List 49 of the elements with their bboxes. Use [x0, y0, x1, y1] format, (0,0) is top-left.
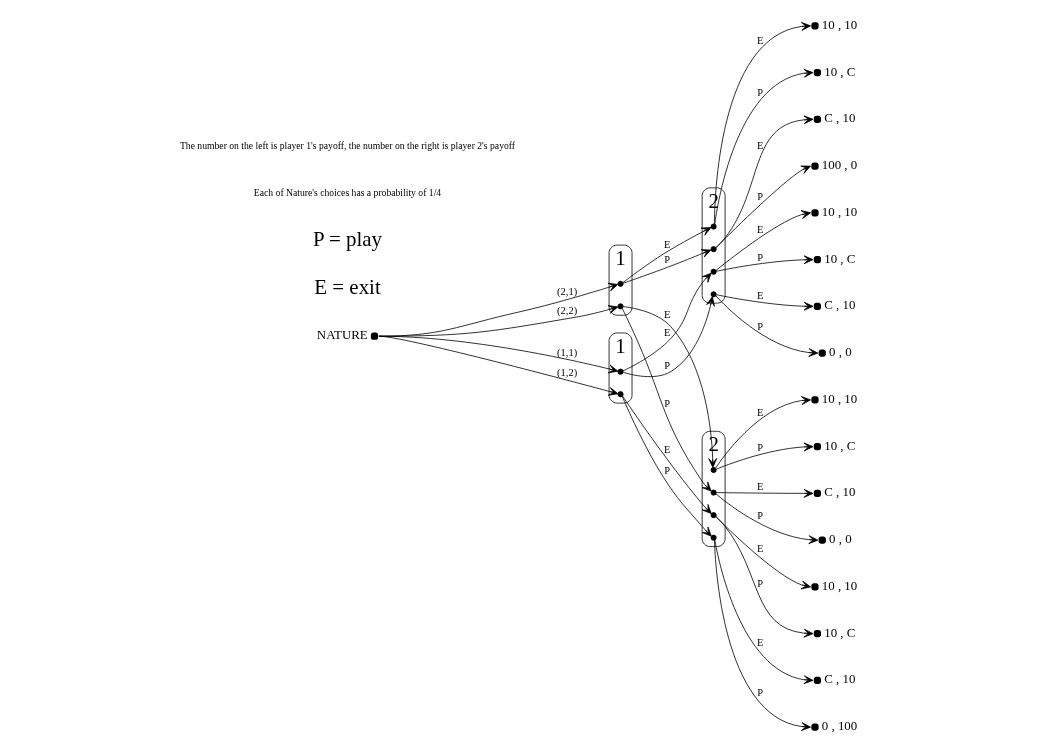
- node-label: 10 , 10: [821, 391, 858, 406]
- node-label: C , 10: [824, 111, 856, 126]
- node-label: 10 , C: [824, 625, 856, 640]
- node-label: C , 10: [824, 298, 856, 313]
- node-label: 10 , 10: [821, 17, 858, 32]
- node-label: 100 , 0: [821, 158, 858, 173]
- edge-label: P: [664, 359, 670, 371]
- edge-label: E: [663, 238, 671, 250]
- node-label: 0 , 0: [829, 345, 852, 360]
- edge-label: P: [757, 321, 764, 333]
- node-label: NATURE: [316, 328, 368, 343]
- edge-label: P: [664, 465, 670, 477]
- edge-label: E: [756, 223, 764, 235]
- node-label: 10 , 10: [821, 204, 858, 219]
- label: E = exit: [314, 274, 381, 299]
- edge-label: P: [757, 191, 764, 203]
- edge-label: E: [663, 444, 671, 456]
- edge-label: E: [663, 326, 671, 338]
- edge-label: E: [756, 34, 764, 46]
- edge-label: (2,1): [557, 285, 578, 297]
- edge-label: P: [757, 441, 764, 453]
- edge-label: E: [756, 139, 764, 151]
- edge-label: P: [664, 398, 670, 410]
- node-label: C , 10: [824, 485, 856, 500]
- node-label: 10 , 10: [821, 578, 858, 593]
- edge-label: E: [756, 480, 764, 492]
- edge-label: P: [757, 251, 764, 263]
- label: P = play: [312, 227, 383, 252]
- edge-label: E: [756, 406, 764, 418]
- edge-label: (1,2): [557, 367, 578, 379]
- label: The number on the left is player 1's payoff, the number on the right is player 2's payoff: [179, 140, 516, 152]
- node-label: 0 , 100: [821, 719, 858, 734]
- edge-label: P: [757, 687, 764, 699]
- edge-label: (1,1): [557, 346, 578, 358]
- edge-label: (2,2): [557, 304, 578, 316]
- edge-label: P: [664, 254, 670, 266]
- edge-label: E: [663, 308, 671, 320]
- edge-label: P: [757, 87, 764, 99]
- node-label: 10 , C: [824, 64, 856, 79]
- node-label: 0 , 0: [829, 532, 852, 547]
- node-label: 10 , C: [824, 438, 856, 453]
- edge-label: E: [756, 542, 764, 554]
- edge-label: E: [756, 637, 764, 649]
- node-label: 10 , C: [824, 251, 856, 266]
- node-label: C , 10: [824, 672, 856, 687]
- edge-label: P: [757, 578, 764, 590]
- edge-label: P: [757, 509, 764, 521]
- label: Each of Nature's choices has a probability of 1/4: [253, 187, 442, 199]
- edge-label: E: [756, 290, 764, 302]
